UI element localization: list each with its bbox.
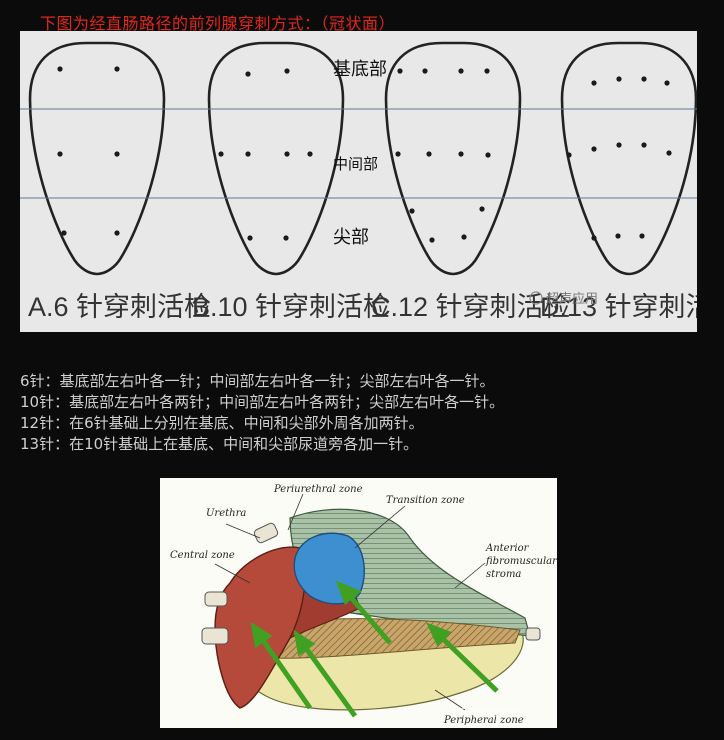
urethra-tube-left — [204, 591, 228, 607]
label-periurethral-zone: Periurethral zone — [273, 484, 363, 495]
zone-label-apex: 尖部 — [333, 227, 369, 248]
biopsy-scheme-figure: 基底部 中间部 尖部 A.6 针穿刺活检 B.10 针穿刺活检 C.12 针穿刺… — [20, 31, 697, 332]
caption-12-core: C.12 针穿刺活检 — [371, 292, 571, 322]
label-peripheral-zone: Peripheral zone — [443, 715, 524, 726]
zone-label-mid: 中间部 — [333, 155, 378, 173]
label-anterior: Anterior — [485, 543, 530, 554]
caption-10-core: B.10 针穿刺活检 — [192, 292, 390, 322]
note-10-core: 10针：基底部左右叶各两针；中间部左右叶各两针；尖部左右叶各一针。 — [20, 393, 505, 411]
caption-6-core: A.6 针穿刺活检 — [28, 292, 211, 322]
label-fibromuscular: fibromuscular — [485, 556, 557, 567]
watermark-1-text: 超声应用 — [546, 291, 598, 307]
needle-points-6-core — [57, 66, 120, 236]
label-stroma: stroma — [486, 569, 521, 580]
needle-arrows — [250, 580, 499, 718]
caption-13-core: D.13 针穿刺活检 — [540, 292, 697, 322]
label-urethra: Urethra — [206, 508, 246, 519]
needle-points-12-core — [395, 68, 491, 243]
prostate-zone-figure: Periurethral zone Urethra Transition zon… — [160, 478, 557, 728]
outline-10-core — [207, 41, 345, 276]
outline-6-core — [28, 41, 166, 276]
label-central-zone: Central zone — [170, 550, 235, 561]
outline-12-core — [384, 41, 522, 276]
note-12-core: 12针：在6针基础上分别在基底、中间和尖部外周各加两针。 — [20, 414, 424, 432]
urethra-tube-top — [253, 522, 279, 544]
biopsy-notes: 6针：基底部左右叶各一针；中间部左右叶各一针；尖部左右叶各一针。 10针：基底部… — [20, 371, 504, 455]
needle-points-13-core — [566, 76, 672, 241]
watermark-2: 超声应用James — [460, 706, 523, 718]
leader-lines — [214, 493, 486, 711]
watermark-1: 超声应用 — [529, 291, 598, 307]
label-transition-zone: Transition zone — [386, 495, 465, 506]
needle-points-10-core — [218, 68, 313, 241]
outline-13-core — [560, 41, 697, 276]
note-13-core: 13针：在10针基础上在基底、中间和尖部尿道旁各加一针。 — [20, 435, 419, 453]
note-6-core: 6针：基底部左右叶各一针；中间部左右叶各一针；尖部左右叶各一针。 — [20, 372, 495, 390]
page-heading: 下图为经直肠路径的前列腺穿刺方式：（冠状面） — [40, 14, 396, 33]
zone-label-base: 基底部 — [333, 59, 387, 80]
urethra-tube-bottom — [201, 627, 229, 645]
urethra-tube-right — [525, 627, 541, 641]
